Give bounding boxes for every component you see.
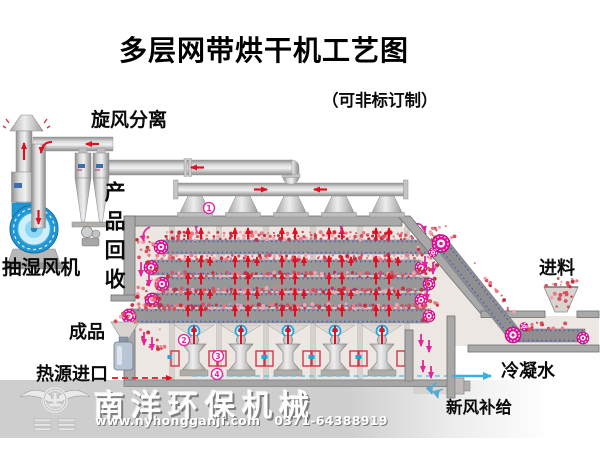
feed-conveyor: [428, 234, 590, 345]
housing-wall: [123, 215, 403, 227]
housing-wall: [404, 329, 414, 382]
housing-wall: [110, 294, 136, 302]
cyclone-cone: [74, 177, 92, 223]
label-product-recovery: 产品回收: [102, 181, 127, 297]
finished-product-discharge: [110, 311, 140, 371]
exhaust-hood: [371, 195, 403, 213]
heat-exchanger-units: [167, 324, 409, 377]
numbered-callouts: 1 2 3 4: [177, 201, 225, 381]
label-feed-inlet: 进料: [539, 258, 575, 279]
callout-number: 1: [206, 204, 211, 213]
chimney-cap: [9, 114, 44, 132]
label-heat-source-inlet: 热源进口: [36, 364, 108, 385]
callout-circle: [177, 333, 191, 347]
product-container: [113, 341, 134, 371]
exhaust-hood: [323, 195, 355, 213]
diagram-subtitle: （可非标订制）: [322, 91, 438, 110]
callout-circle: [211, 349, 225, 363]
housing-wall: [576, 310, 600, 318]
watermark-company-name: 南洋环保机械: [94, 389, 316, 424]
cyclone-separators: [32, 136, 114, 247]
callout-number: 2: [181, 336, 186, 345]
callout-number: 3: [215, 352, 220, 361]
label-fresh-air-supply: 新风补给: [446, 398, 512, 417]
label-exhaust-fan: 抽湿风机: [2, 256, 81, 279]
callout-number: 4: [214, 370, 219, 379]
exhaust-hood: [275, 195, 307, 213]
watermark-phone: 0371-64388919: [274, 413, 388, 428]
watermark-band: [0, 380, 600, 438]
exhaust-fan-and-stack: [2, 114, 64, 270]
label-condensate-water: 冷凝水: [501, 361, 555, 382]
callout-circle: [210, 367, 224, 381]
fan-inlet-pipe: [31, 143, 46, 229]
airflow-arrows: [138, 222, 436, 379]
exhaust-hoods-and-ducts: [106, 158, 409, 218]
company-logo: [19, 387, 91, 431]
label-cyclone-separator: 旋风分离: [91, 109, 168, 131]
label-finished-product: 成品: [69, 322, 105, 343]
mesh-belt: [160, 239, 442, 255]
callout-circle: [202, 201, 216, 215]
housing-wall: [467, 344, 600, 353]
exhaust-manifold: [176, 182, 405, 197]
exhaust-hood: [227, 195, 259, 213]
diagram-title: 多层网带烘干机工艺图: [118, 34, 409, 67]
rotary-valve: [81, 226, 93, 238]
watermark-website: www.nyhongganji.com: [95, 413, 261, 428]
watermark-contact: www.nyhongganji.com 0371-64388919: [95, 413, 402, 428]
